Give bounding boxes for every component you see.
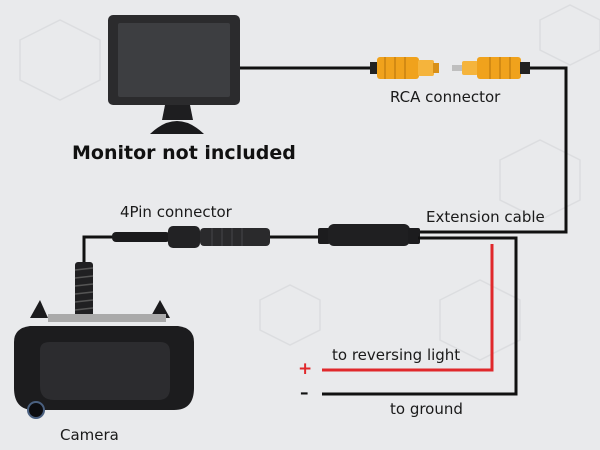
camera-tailgate-handle xyxy=(14,300,194,419)
monitor xyxy=(108,15,240,134)
rca-male-connector xyxy=(452,57,530,79)
extension-cable-label: Extension cable xyxy=(426,208,545,226)
ground-wire xyxy=(322,236,518,396)
ground-label: to ground xyxy=(390,400,463,418)
rca-female-connector xyxy=(370,57,439,79)
monitor-screen xyxy=(118,23,230,97)
camera-lens xyxy=(27,401,45,419)
negative-sign: – xyxy=(300,383,309,403)
video-cable xyxy=(418,66,568,234)
monitor-not-included-label: Monitor not included xyxy=(72,142,296,164)
background-hex-pattern xyxy=(19,4,600,361)
extension-cable-module xyxy=(318,224,420,246)
four-pin-connector xyxy=(112,226,270,248)
positive-sign: + xyxy=(298,359,313,379)
camera-cable-spring xyxy=(74,262,94,322)
monitor-suction-base xyxy=(150,121,204,134)
camera-label: Camera xyxy=(60,426,119,444)
camera-cable xyxy=(82,235,112,262)
four-pin-connector-label: 4Pin connector xyxy=(120,203,232,221)
monitor-stand xyxy=(162,105,193,120)
rca-connector-label: RCA connector xyxy=(390,88,501,106)
reversing-light-label: to reversing light xyxy=(332,346,461,364)
positive-wire xyxy=(322,244,494,372)
